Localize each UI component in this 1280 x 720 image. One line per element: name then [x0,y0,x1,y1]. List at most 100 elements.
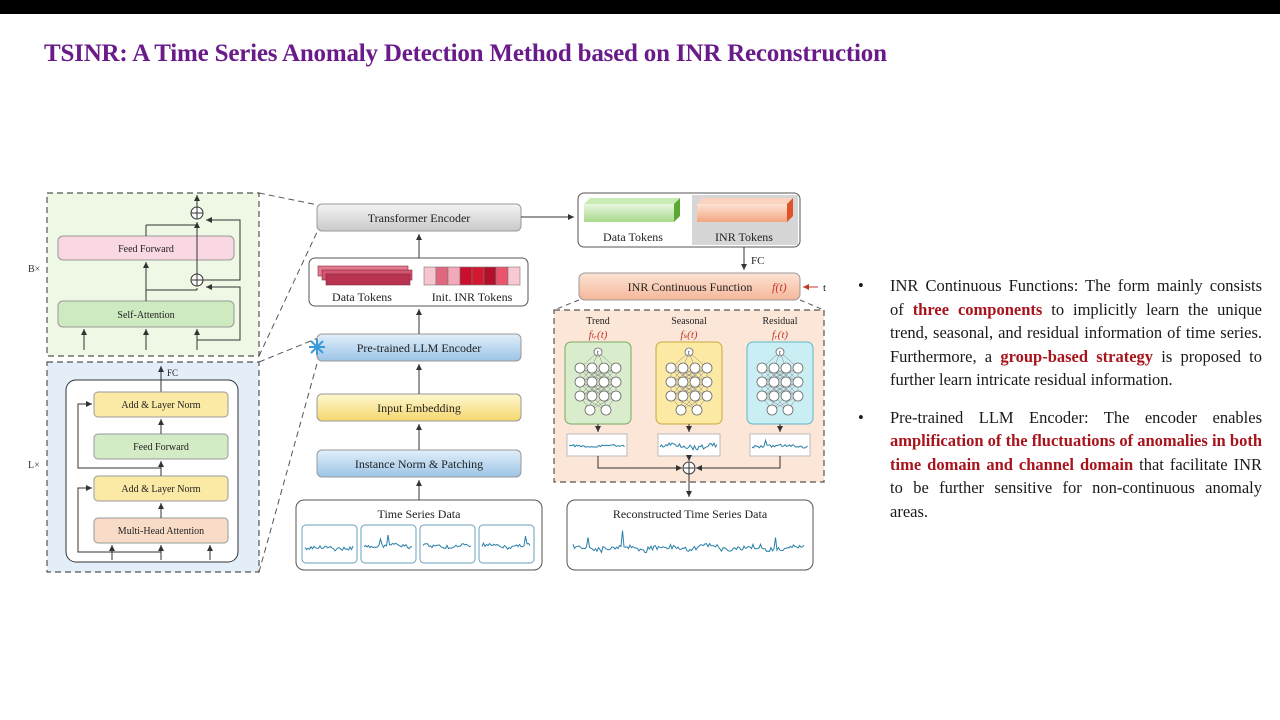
network-node [756,376,768,388]
network-node [610,390,622,402]
block-l-multiplier: L× [28,460,40,471]
snowflake-icon [309,339,325,355]
bullet-text: INR Continuous Functions: The form mainl… [890,276,1262,319]
reconstructed-label: Reconstructed Time Series Data [613,507,768,521]
f-residual-label: fᵣ(t) [772,329,788,341]
network-node [792,390,804,402]
residual-signal [751,438,808,449]
input-embedding-label: Input Embedding [377,401,461,415]
bullet-item: • Pre-trained LLM Encoder: The encoder en… [858,406,1262,524]
network-node [766,404,778,416]
trend-signal [568,444,625,448]
fc-label: FC [751,255,764,267]
network-node [780,376,792,388]
highlight-text: group-based strategy [1000,346,1154,366]
network-node [665,390,677,402]
out-inr-tokens-bar [697,198,793,222]
network-node [586,376,598,388]
trend-network: t [564,341,632,432]
f-of-t-label: f(t) [772,280,787,294]
residual-network: t [746,341,814,432]
network-node [756,362,768,374]
reconstructed-signal [572,530,805,554]
l-add-norm-2-label: Add & Layer Norm [121,484,200,495]
network-node [598,390,610,402]
b-feed-forward-label: Feed Forward [118,244,174,255]
top-black-bar [0,0,1280,14]
highlight-text: three components [912,299,1043,319]
bullet-text: that facilitate INR to be further sensit… [890,454,1262,521]
network-node [792,376,804,388]
network-node [689,376,701,388]
input-patches [301,524,535,564]
bullet-list: • INR Continuous Functions: The form main… [858,274,1262,537]
network-node [691,404,703,416]
network-node [689,390,701,402]
residual-label: Residual [763,316,798,327]
data-tokens-stack [317,265,413,286]
network-node [780,390,792,402]
network-node [756,390,768,402]
l-mha-label: Multi-Head Attention [118,526,204,537]
bullet-text: is proposed to further learn intricate r… [890,346,1262,390]
time-series-data-label: Time Series Data [378,507,462,521]
network-node [701,362,713,374]
right-column: Data Tokens INR Tokens FC INR Continuous… [553,192,826,571]
block-l: L× FC Add & Layer Norm Feed Forward Add … [28,361,260,573]
instance-norm-label: Instance Norm & Patching [355,457,483,471]
l-feed-forward-label: Feed Forward [133,442,189,453]
slide-title: TSINR: A Time Series Anomaly Detection M… [44,40,887,67]
out-data-tokens-bar [584,198,680,222]
network-node [598,376,610,388]
out-data-tokens-label: Data Tokens [603,230,663,244]
network-node [574,390,586,402]
network-node [610,376,622,388]
bullet-marker: • [858,407,864,427]
network-node [598,362,610,374]
bullet-text: Pre-trained LLM Encoder: The encoder ena… [890,407,1262,427]
network-node [584,404,596,416]
b-self-attention-label: Self-Attention [117,310,174,321]
network-node [665,362,677,374]
transformer-encoder-label: Transformer Encoder [368,211,471,225]
out-inr-tokens-label: INR Tokens [715,230,773,244]
bullet-item: • INR Continuous Functions: The form main… [858,274,1262,392]
network-input-label: t [597,349,599,357]
l-fc-label: FC [167,368,178,378]
inr-function-label: INR Continuous Function [628,280,753,294]
network-node [574,376,586,388]
block-b-multiplier: B× [28,264,40,275]
block-b: B× Feed Forward Self-Attention [28,192,260,357]
network-node [684,347,694,357]
network-node [792,362,804,374]
network-node [675,404,687,416]
inr-function-box [578,272,801,301]
network-node [665,376,677,388]
seasonal-label: Seasonal [671,316,707,327]
network-node [689,362,701,374]
network-node [610,362,622,374]
network-node [768,362,780,374]
llm-encoder-label: Pre-trained LLM Encoder [357,341,482,355]
network-node [593,347,603,357]
bullet-text: to implicitly learn the unique trend, se… [890,299,1263,366]
network-node [677,376,689,388]
network-node [768,376,780,388]
t-input-label: t [823,282,826,294]
network-node [677,362,689,374]
network-node [768,390,780,402]
network-node [701,376,713,388]
reconstructed-box [566,499,814,571]
highlight-text: amplification of the fluctuations of ano… [890,431,1262,474]
init-inr-tokens-strip [423,266,521,286]
network-node [574,362,586,374]
network-node [780,362,792,374]
bullet-marker: • [858,276,864,295]
l-add-norm-1-box [93,391,229,418]
f-trend-label: fₜᵣ(t) [589,329,608,341]
f-seasonal-label: fₛ(t) [680,329,697,341]
network-input-label: t [688,349,690,357]
data-tokens-label: Data Tokens [332,290,392,304]
network-node [701,390,713,402]
